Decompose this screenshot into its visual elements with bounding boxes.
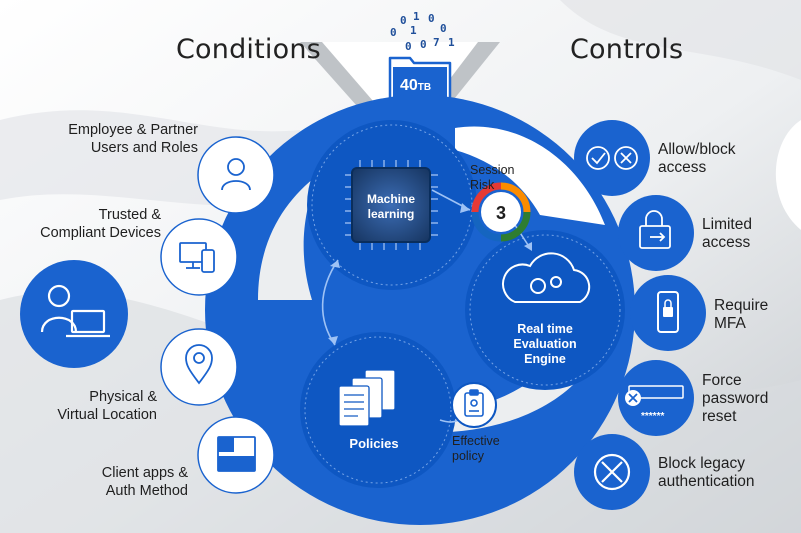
policies-label: Policies	[349, 436, 399, 451]
binary-digit: 0	[440, 22, 447, 35]
ring-gap-left	[258, 175, 318, 300]
ring-gap-right	[455, 126, 605, 225]
devices-icon	[179, 242, 215, 273]
binary-digit: 0	[420, 38, 427, 51]
arrow-ml-policies	[321, 259, 339, 346]
condition-circle-devices	[160, 218, 238, 296]
condition-circle-user-laptop	[20, 260, 128, 368]
controls-heading: Controls	[570, 34, 684, 65]
folder-icon	[388, 56, 452, 102]
document-lines	[344, 394, 364, 417]
arrowhead	[524, 242, 532, 251]
password-mask: ******	[641, 411, 664, 422]
condition-circle-location	[160, 328, 238, 406]
mfa-phone-icon	[657, 291, 679, 333]
binary-digit: 0	[405, 40, 412, 53]
eval-circle	[465, 230, 625, 390]
control-circle-allow-block	[574, 120, 650, 196]
background-wave	[560, 0, 801, 80]
storage-size: 40TB	[400, 77, 431, 94]
binary-digit: 1	[448, 36, 455, 49]
binary-digit: 7	[433, 36, 440, 49]
background-shape	[775, 120, 801, 230]
ml-circle-ring	[311, 124, 473, 286]
binary-digits: 0 1 0 0 1 0 0 0 7 1	[390, 10, 455, 53]
block-legacy-icon	[593, 453, 631, 491]
app-window-icon	[217, 436, 256, 472]
policies-circle-ring	[304, 336, 452, 484]
location-pin-icon	[185, 344, 213, 385]
arrowhead	[460, 203, 470, 213]
condition-label-devices: Trusted &Compliant Devices	[40, 207, 161, 241]
condition-label-location: Physical &Virtual Location	[57, 389, 157, 423]
limited-access-icon	[639, 210, 671, 249]
binary-digit: 1	[413, 10, 420, 23]
binary-digit: 0	[400, 14, 407, 27]
condition-circle-apps	[197, 416, 275, 494]
binary-digit: 0	[428, 12, 435, 25]
risk-gauge	[471, 182, 531, 242]
binary-digit: 1	[410, 24, 417, 37]
cloud-gear-icon	[502, 252, 591, 303]
allow-block-icon	[586, 146, 638, 170]
risk-value: 3	[496, 203, 506, 223]
clipboard-icon	[464, 389, 484, 417]
arrowhead	[330, 260, 340, 268]
eval-circle-ring	[469, 234, 621, 386]
user-laptop-icon	[40, 284, 110, 338]
control-circle-limited	[618, 195, 694, 271]
conditions-heading: Conditions	[176, 34, 321, 65]
arrowhead	[328, 336, 338, 345]
binary-digit: 0	[390, 26, 397, 39]
password-reset-icon	[625, 385, 684, 406]
chip-icon	[345, 160, 438, 250]
user-icon	[221, 158, 251, 191]
effective-policy-circle	[451, 382, 497, 428]
condition-label-apps: Client apps &Auth Method	[101, 465, 188, 499]
